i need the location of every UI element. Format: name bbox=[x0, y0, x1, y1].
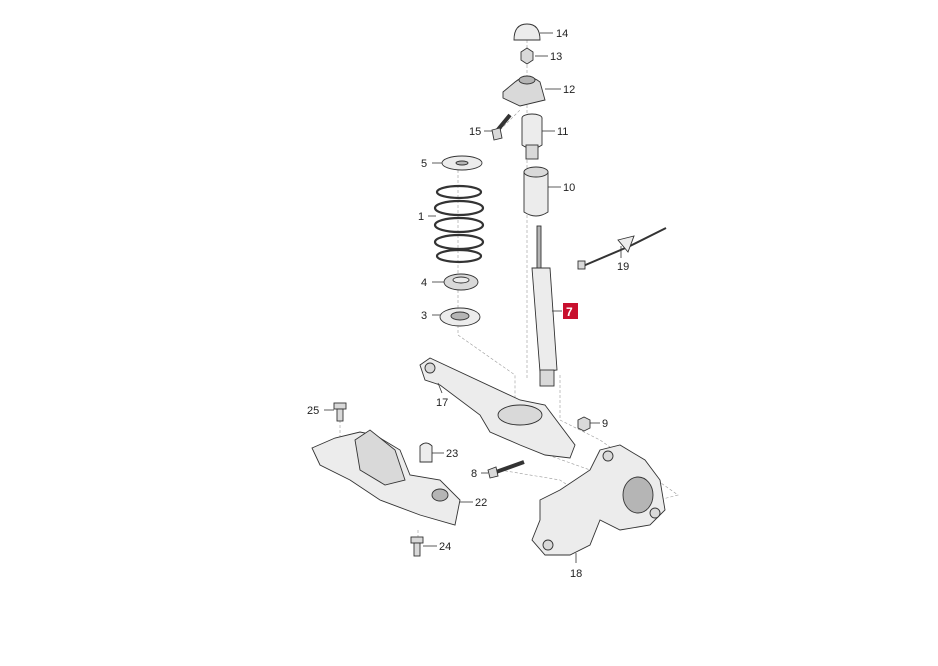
part-15-bolt[interactable] bbox=[491, 113, 512, 141]
part-9-nut[interactable] bbox=[577, 416, 591, 432]
label-part-11[interactable]: 11 bbox=[557, 126, 568, 138]
part-number-labels: 14 13 12 11 10 15 5 1 4 3 7 19 17 25 9 2… bbox=[307, 28, 629, 580]
label-part-19[interactable]: 19 bbox=[617, 261, 629, 273]
leader-lines bbox=[324, 32, 622, 563]
part-14-cap[interactable] bbox=[513, 23, 541, 41]
part-19-cable[interactable] bbox=[577, 227, 667, 270]
part-7-shock-absorber[interactable] bbox=[531, 225, 558, 387]
part-4-bearing[interactable] bbox=[443, 273, 479, 291]
label-part-9[interactable]: 9 bbox=[602, 418, 608, 430]
label-part-17[interactable]: 17 bbox=[436, 397, 448, 409]
label-part-12[interactable]: 12 bbox=[563, 84, 575, 96]
label-part-13[interactable]: 13 bbox=[550, 51, 562, 63]
part-24-bolt[interactable] bbox=[410, 536, 424, 557]
part-8-bolt[interactable] bbox=[487, 460, 525, 479]
label-part-3[interactable]: 3 bbox=[421, 310, 427, 322]
part-10-dust-boot[interactable] bbox=[523, 166, 549, 217]
part-17-control-arm[interactable] bbox=[419, 357, 576, 459]
label-part-22[interactable]: 22 bbox=[475, 497, 487, 509]
label-part-5[interactable]: 5 bbox=[421, 158, 427, 170]
part-11-bump-stop[interactable] bbox=[521, 113, 543, 160]
label-part-7-highlighted[interactable]: 7 bbox=[563, 303, 578, 319]
label-part-7-text: 7 bbox=[566, 305, 573, 319]
part-1-coil-spring[interactable] bbox=[433, 184, 485, 264]
part-18-wheel-carrier[interactable] bbox=[531, 444, 666, 556]
label-part-1[interactable]: 1 bbox=[418, 211, 424, 223]
label-part-14[interactable]: 14 bbox=[556, 28, 568, 40]
part-13-nut[interactable] bbox=[520, 47, 534, 65]
part-23-bushing[interactable] bbox=[419, 442, 433, 463]
label-part-4[interactable]: 4 bbox=[421, 277, 427, 289]
part-12-mount[interactable] bbox=[502, 75, 546, 107]
label-part-18[interactable]: 18 bbox=[570, 568, 582, 580]
label-part-8[interactable]: 8 bbox=[471, 468, 477, 480]
part-3-lower-seat[interactable] bbox=[439, 307, 481, 327]
part-25-bolt[interactable] bbox=[333, 402, 347, 422]
label-part-23[interactable]: 23 bbox=[446, 448, 458, 460]
label-part-25[interactable]: 25 bbox=[307, 405, 319, 417]
label-part-24[interactable]: 24 bbox=[439, 541, 451, 553]
label-part-10[interactable]: 10 bbox=[563, 182, 575, 194]
part-5-spring-seat[interactable] bbox=[441, 155, 483, 171]
label-part-15[interactable]: 15 bbox=[469, 126, 481, 138]
part-22-trailing-arm[interactable] bbox=[311, 429, 461, 526]
